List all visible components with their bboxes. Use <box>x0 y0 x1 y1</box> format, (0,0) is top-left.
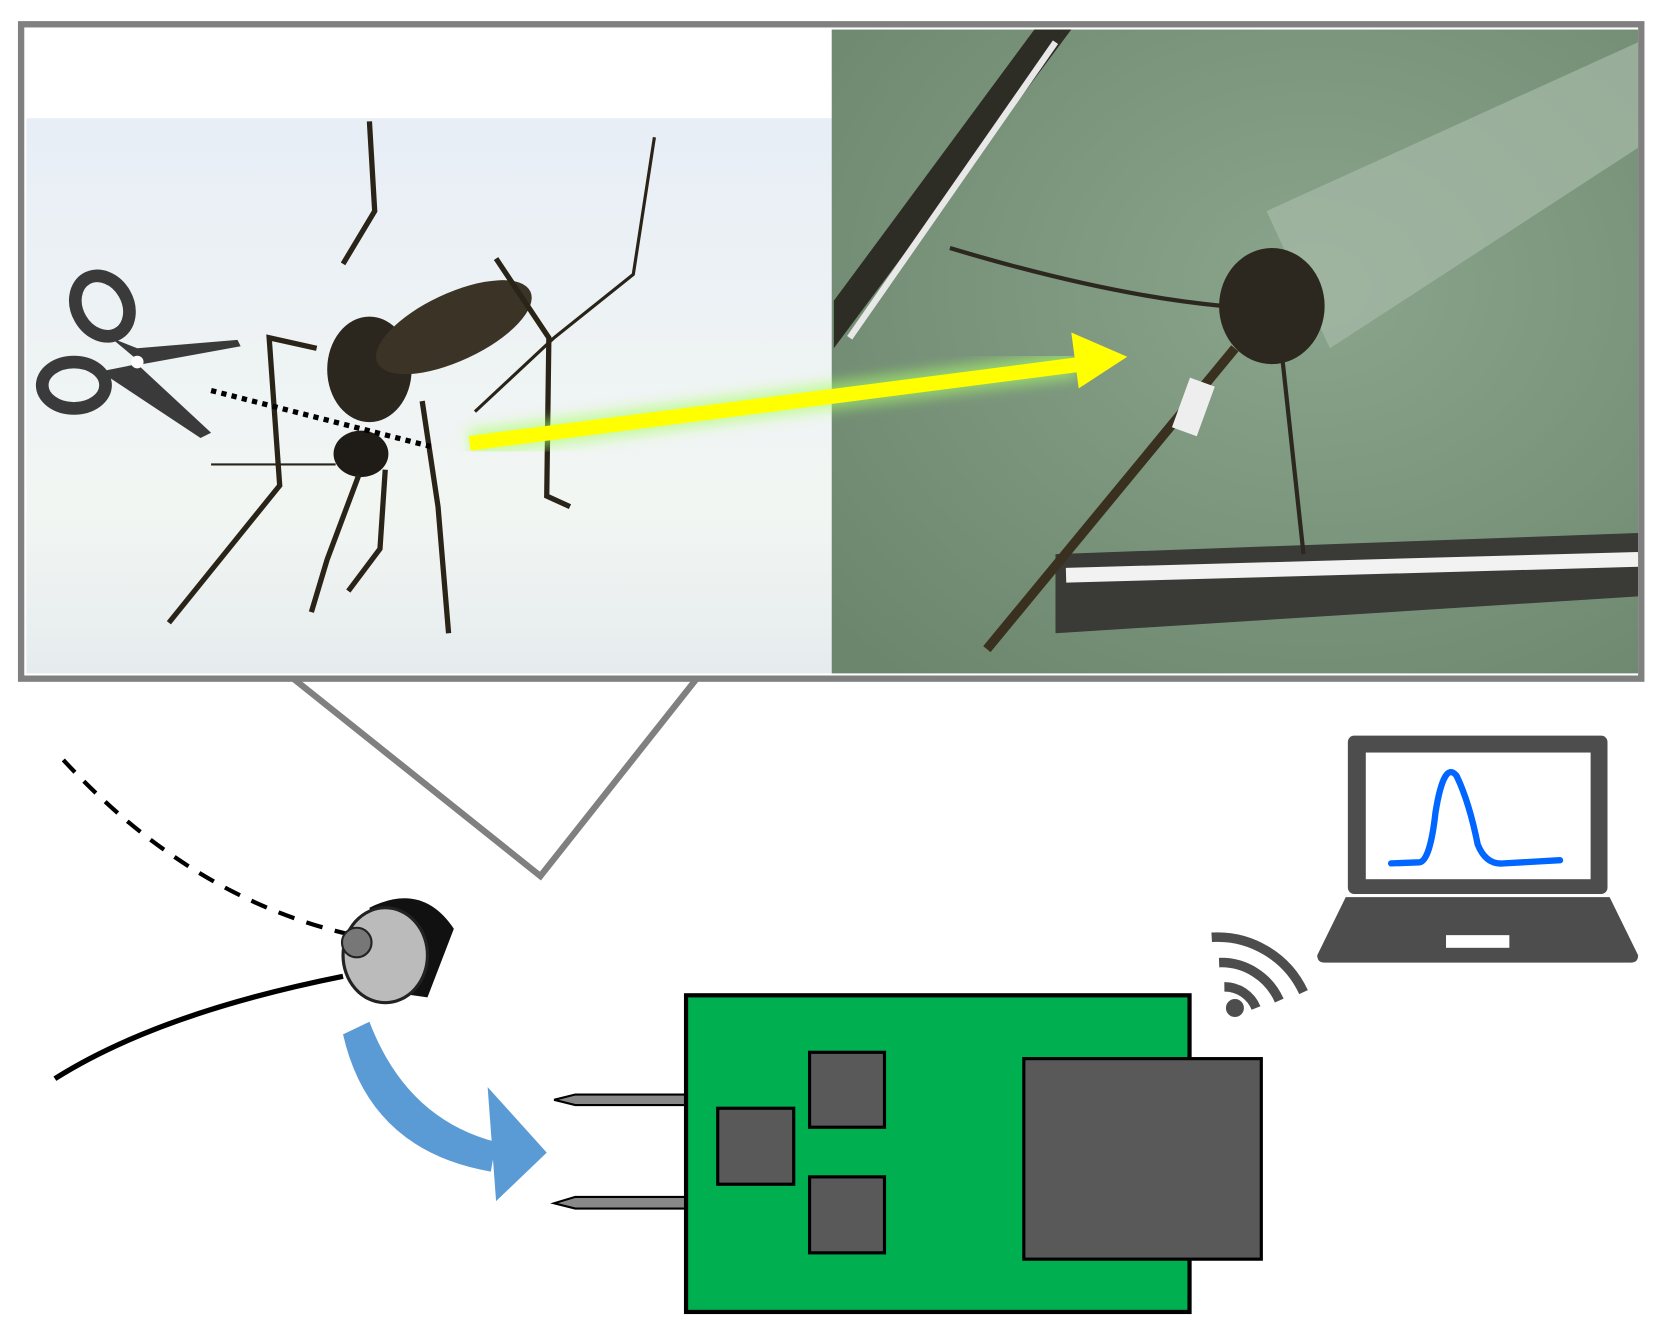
circuit-board-icon <box>550 993 1263 1315</box>
laptop-icon <box>1317 735 1639 963</box>
scissors-icon <box>35 269 241 439</box>
mosquito-photo <box>166 121 656 634</box>
sensor-wire <box>53 973 344 1081</box>
flow-arrow <box>343 1021 547 1202</box>
zoom-frame <box>17 21 1645 682</box>
signal-trace <box>1387 768 1564 867</box>
callout-tail <box>291 676 700 881</box>
wifi-icon <box>1211 932 1308 1017</box>
transfer-arrow <box>467 332 1128 457</box>
sensor-icon <box>340 898 454 1005</box>
flight-path <box>61 758 349 937</box>
photo-panel-right <box>831 29 1639 674</box>
